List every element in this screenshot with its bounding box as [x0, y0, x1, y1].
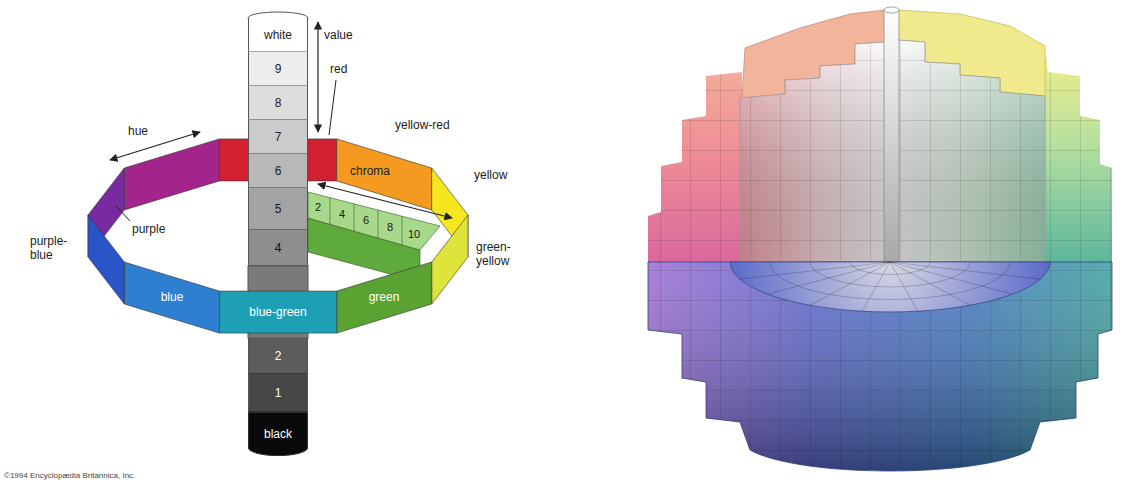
value-step: 4	[248, 230, 308, 266]
value-step: 2	[248, 338, 308, 374]
hue-name: green-yellow	[476, 240, 534, 268]
value-text: 6	[275, 164, 282, 178]
hue-name: green	[369, 290, 400, 304]
axis-label: chroma	[350, 164, 390, 178]
value-text: 2	[275, 349, 282, 363]
value-text: white	[264, 28, 292, 42]
chroma-number: 4	[339, 208, 345, 221]
value-text: 4	[275, 241, 282, 255]
value-text: black	[264, 427, 292, 441]
value-text: 7	[275, 130, 282, 144]
value-step: 1	[248, 374, 308, 412]
value-step: black	[248, 412, 308, 456]
value-text: 5	[275, 202, 282, 216]
value-step: 6	[248, 154, 308, 188]
copyright-note: ©1994 Encyclopædia Britannica, Inc.	[4, 471, 135, 481]
hue-name: blue-green	[249, 305, 306, 319]
hue-name: yellow	[474, 168, 507, 182]
value-text: 9	[275, 62, 282, 76]
hue-name: blue	[161, 290, 184, 304]
value-step: 5	[248, 188, 308, 230]
axis-label: value	[324, 28, 353, 42]
hue-name: purple	[132, 222, 165, 236]
value-step: 7	[248, 120, 308, 154]
value-step: white	[248, 18, 308, 52]
hue-name: purple-blue	[30, 234, 84, 262]
chroma-number: 6	[363, 214, 369, 227]
value-text: 1	[275, 386, 282, 400]
axis-label: hue	[128, 124, 148, 138]
hue-ring-front	[88, 215, 468, 333]
chroma-number: 10	[408, 228, 420, 241]
hue-name: yellow-red	[395, 118, 450, 132]
color-solid	[648, 7, 1112, 471]
value-step: 9	[248, 52, 308, 86]
chroma-number: 8	[387, 221, 393, 234]
chroma-number: 2	[315, 201, 321, 214]
hue-name: red	[330, 62, 347, 76]
value-step: 8	[248, 86, 308, 120]
value-text: 8	[275, 96, 282, 110]
